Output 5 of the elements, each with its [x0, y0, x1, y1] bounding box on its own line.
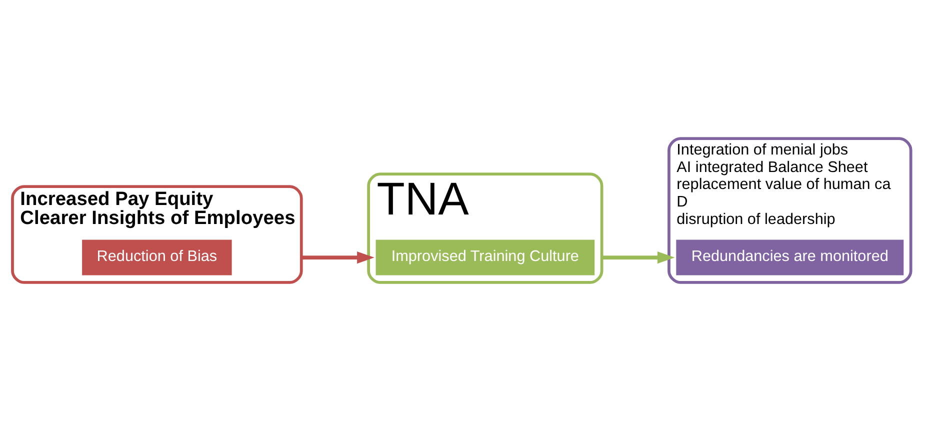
- node-box: Redundancies are monitored: [676, 240, 904, 276]
- arrow: [301, 251, 374, 264]
- node-box: Improvised Training Culture: [376, 240, 595, 276]
- arrow: [602, 251, 675, 264]
- node-box: Reduction of Bias: [82, 240, 232, 276]
